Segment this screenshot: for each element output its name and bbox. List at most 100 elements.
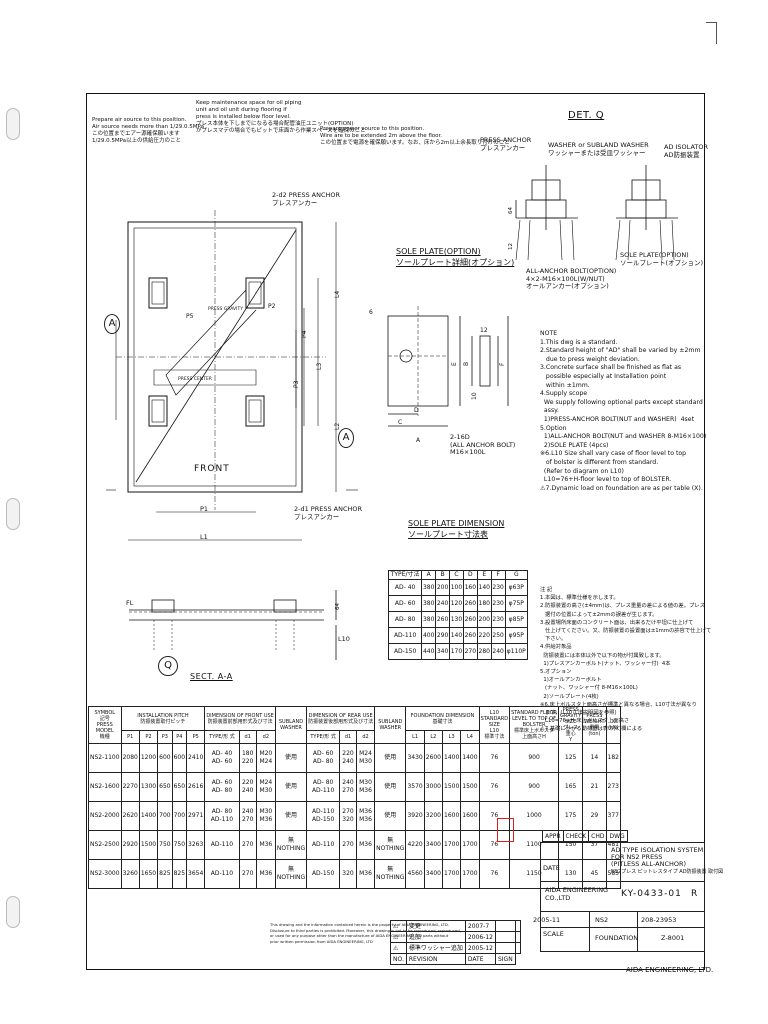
model-cell: NS2-1600: [88, 772, 122, 802]
l10-cell: 76: [478, 830, 511, 860]
note-jp-line: 5.オプション: [540, 669, 572, 676]
front-dim-cell: 270: [238, 859, 257, 889]
drawing-number: KY-0433-01: [621, 889, 682, 899]
front-dim-cell: M20 M24: [255, 743, 276, 773]
foundation-cell: 1700: [460, 830, 480, 860]
note-en-line: 1)ALL-ANCHOR BOLT(NUT and WASHER 8-M16×1…: [540, 433, 707, 441]
floor-level-cell: 900: [509, 743, 560, 773]
sole-table-cell: 230: [490, 611, 506, 628]
sole-table-header-cell: F: [490, 570, 506, 580]
note-en-line: 1)PRESS-ANCHOR BOLT(NUT and WASHER) 4set: [540, 415, 694, 423]
x-cell: 377: [605, 801, 622, 831]
sole-table-cell: 260: [462, 611, 478, 628]
note-en-line: ⚠7.Dynamic load on foundation are as per…: [540, 484, 703, 492]
rear-dim-cell: AD-110 AD-150: [306, 801, 341, 831]
sole-table-header-cell: G: [504, 570, 529, 580]
note-en-line: of bolster is different from standard.: [540, 458, 659, 466]
scale-label: SCALE: [543, 930, 564, 938]
foundation-cell: 1500: [441, 772, 462, 802]
pitch-cell: 2410: [186, 743, 206, 773]
weight-cell: 21: [582, 772, 607, 802]
dim-l2: L2: [334, 423, 341, 430]
plan-view-drawing: P3 P4 L4 L3 L2 P5 P2 PRESS GRAVITY PRESS…: [106, 210, 358, 541]
note-jp-line: 4.供給対象品: [540, 644, 572, 651]
sole-table-cell: 140: [476, 579, 492, 596]
sheet-number: Z-8001: [661, 934, 685, 942]
note-maintenance-space: Keep maintenance space for oil piping un…: [196, 100, 366, 134]
header-cell: X (kN): [605, 706, 622, 744]
pitch-cell: 600: [171, 743, 188, 773]
sole-table-cell: 220: [476, 627, 492, 644]
svg-text:D: D: [414, 407, 419, 414]
sole-table-header-cell: TYPE/寸法: [387, 570, 423, 580]
dim-l4: L4: [334, 291, 341, 298]
sole-table-cell: φ63P: [504, 579, 529, 596]
foundation-cell: 3430: [405, 743, 425, 773]
rear-dim-cell: AD-110: [306, 830, 341, 860]
pitch-cell: 700: [157, 801, 173, 831]
subheader-cell: L3: [441, 730, 462, 744]
subland-front-cell: 使用: [274, 772, 308, 802]
header-cell: SUBLAND WASHER: [374, 706, 407, 744]
front-dim-cell: 180 220: [238, 743, 257, 773]
header-cell: DIMENSION OF FRONT USE 防振装置前部用形式及び寸法: [204, 705, 276, 732]
sole-table-header-cell: D: [462, 570, 478, 580]
floor-level-cell: 1000: [509, 801, 560, 831]
gravity-cell: 165: [558, 772, 584, 802]
punch-hole-bottom: [6, 896, 20, 928]
rear-dim-cell: M36 M36: [355, 801, 376, 831]
foundation-cell: 3400: [423, 830, 444, 860]
date-value: 2005-11: [533, 916, 561, 924]
subheader-cell: d1: [238, 730, 257, 744]
revision-cell: ⚠: [390, 931, 407, 943]
front-dim-cell: 220 240: [238, 772, 257, 802]
note-en-line: within ±1mm.: [540, 381, 590, 389]
front-dim-cell: M36: [255, 830, 276, 860]
revision-header-cell: DATE: [464, 953, 496, 965]
sole-table-cell: 160: [462, 579, 478, 596]
pitch-cell: 650: [157, 772, 173, 802]
svg-text:A: A: [416, 437, 421, 444]
pitch-cell: 600: [157, 743, 173, 773]
revision-cell: 追加: [405, 931, 466, 943]
label-det-press-anchor: PRESS ANCHOR プレスアンカー: [480, 136, 532, 152]
pitch-cell: 2616: [186, 772, 206, 802]
header-cell: PRESS GRAVITY SIZE プレス 重心 Y: [558, 706, 584, 744]
rear-dim-cell: 220 240: [339, 743, 357, 773]
sole-table-cell: 380: [421, 579, 437, 596]
x-cell: 182: [605, 743, 622, 773]
l10-cell: 76: [478, 772, 511, 802]
press-gravity: PRESS GRAVITY: [208, 306, 243, 312]
sole-table-cell: 400: [421, 627, 437, 644]
pitch-cell: 700: [171, 801, 188, 831]
detail-marker-q: Q: [158, 656, 178, 676]
label-fl: FL: [126, 599, 134, 607]
approval-cell: DWG: [606, 830, 628, 842]
svg-text:E: E: [451, 362, 458, 366]
subheader-cell: P3: [157, 730, 173, 744]
section-a-a-drawing: 64: [129, 590, 341, 660]
rear-dim-cell: M24 M30: [355, 743, 376, 773]
rear-dim-cell: 320: [339, 859, 357, 889]
label-front: FRONT: [194, 464, 230, 474]
pitch-cell: 3260: [120, 859, 140, 889]
svg-text:6: 6: [369, 309, 373, 316]
foundation-cell: 3400: [423, 859, 444, 889]
header-cell: STANDARD FLOOR LEVEL TO TOP OF BOLSTER 標…: [509, 706, 560, 744]
subheader-cell: L4: [460, 730, 480, 744]
corner-mark: [716, 22, 717, 44]
pitch-cell: 2080: [120, 743, 140, 773]
front-dim-cell: M30 M36: [255, 801, 276, 831]
label-det-sole-plate: SOLE PLATE(OPTION) ソールプレート(オプション): [620, 251, 704, 267]
sole-table-cell: φ95P: [504, 627, 529, 644]
sole-table-cell: φ75P: [504, 595, 529, 612]
note-jp-line: (ナット、ワッシャー付 8-M16×100L): [540, 685, 638, 692]
weight-cell: 29: [582, 801, 607, 831]
weight-cell: 14: [582, 743, 607, 773]
